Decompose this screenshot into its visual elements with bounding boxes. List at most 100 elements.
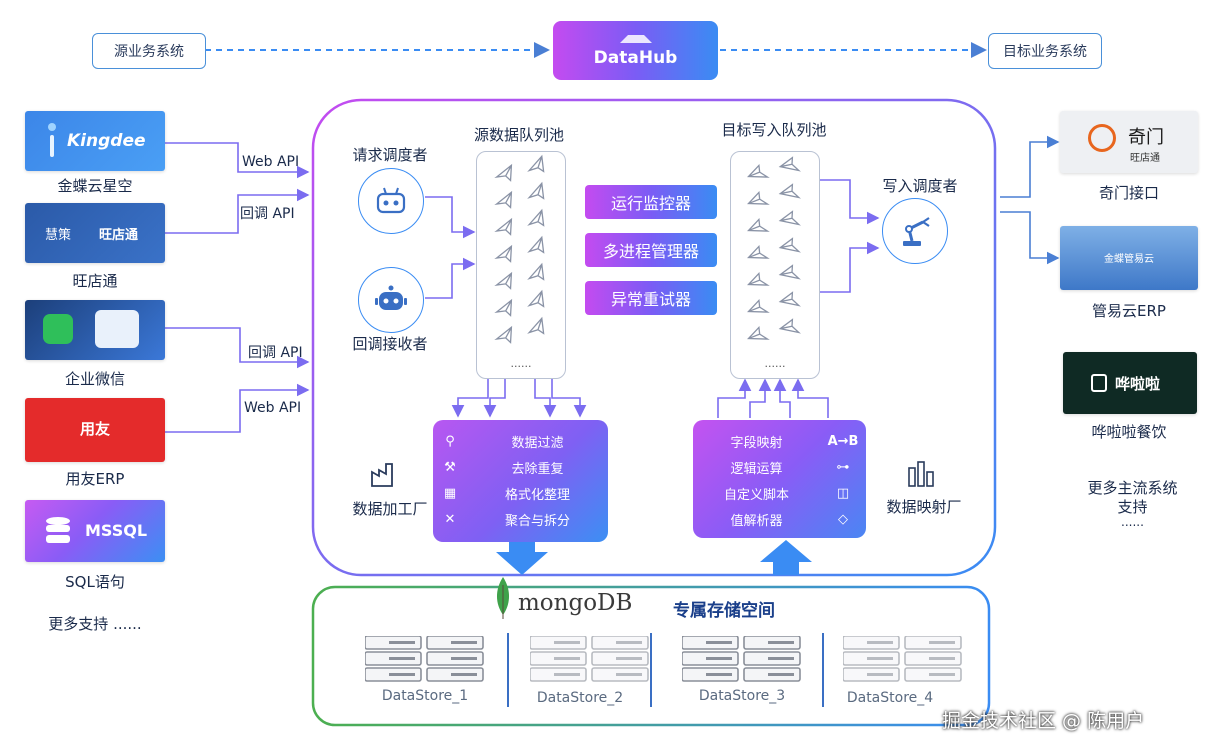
qimen-logo-tile: 奇门 旺店通 (1060, 111, 1198, 173)
request-scheduler-label: 请求调度者 (352, 146, 428, 164)
source-system-label: 源业务系统 (114, 44, 184, 60)
processing-row: ✕聚合与拆分 (433, 506, 608, 532)
qimen-logo-text: 奇门 (1128, 127, 1164, 148)
huice-logo-text: 慧策 (45, 228, 72, 243)
callback-receiver-node (358, 267, 424, 333)
filter-icon: ⚲ (445, 433, 455, 449)
paper-plane-icon (527, 181, 545, 200)
datastore-3-label: DataStore_3 (698, 688, 786, 704)
left-more-support: 更多支持 ...... (48, 615, 142, 633)
kingdee-logo-text: Kingdee (67, 131, 146, 151)
source-queue-dots: ...... (510, 357, 532, 370)
field-map-icon: A→B (827, 433, 859, 449)
server-slot (706, 641, 732, 644)
paper-plane-icon (527, 235, 545, 254)
database-icon (46, 517, 70, 543)
paper-plane-icon (494, 271, 513, 290)
server-slot (451, 641, 477, 644)
script-chart-icon: ◫ (836, 485, 850, 501)
wechat-icon (43, 314, 73, 344)
right-more-systems: 更多主流系统 支持 (1087, 479, 1178, 516)
source-queue-pool: ...... (476, 151, 566, 379)
request-scheduler-node (358, 168, 424, 234)
server-slot (389, 657, 415, 660)
datastore-4-icon (842, 635, 967, 688)
robot-icon (376, 187, 406, 214)
paper-plane-icon (494, 244, 513, 263)
target-label-hualala: 哗啦啦餐饮 (1091, 423, 1167, 441)
diamond-icon: ◇ (838, 511, 848, 527)
source-label-wecom: 企业微信 (64, 370, 125, 388)
paper-plane-icon (527, 208, 545, 227)
server-slot (867, 657, 893, 660)
retry-pill: 异常重试器 (585, 281, 717, 315)
hub-icon (619, 35, 652, 43)
target-queue-pool: ...... (730, 151, 820, 379)
paper-plane-icon (494, 325, 513, 344)
qimen-sub-text: 旺店通 (1130, 153, 1160, 164)
server-slot (451, 673, 477, 676)
paper-plane-icon (494, 163, 513, 182)
paper-plane-icon (747, 271, 770, 286)
processing-row: ⚲数据过滤 (433, 428, 608, 454)
mapping-row: 值解析器◇ (693, 506, 866, 532)
hualala-mark-icon (1091, 374, 1107, 392)
kingdee-mark-icon (47, 123, 57, 159)
robot-head-icon (375, 285, 407, 310)
server-slot (929, 657, 955, 660)
api-label-1: Web API (242, 154, 300, 170)
api-label-4: Web API (244, 400, 302, 416)
paper-plane-icons (747, 156, 801, 340)
server-slot (867, 673, 893, 676)
paper-plane-icon (747, 217, 770, 232)
paper-plane-icon (494, 217, 513, 236)
server-slot (867, 641, 893, 644)
dedupe-icon: ⚒ (444, 459, 456, 475)
target-queue-dots: ...... (764, 357, 786, 370)
yonyou-logo-tile: 用友 (25, 398, 165, 462)
target-label-guanyiyun: 管易云ERP (1092, 302, 1166, 320)
source-label-yonyou: 用友ERP (65, 470, 125, 488)
guanyiyun-logo-tile: 金蝶管易云 (1060, 226, 1198, 290)
processing-row: ▦格式化整理 (433, 480, 608, 506)
yonyou-logo-text: 用友 (79, 420, 110, 438)
qimen-mark-icon (1088, 124, 1116, 152)
mssql-logo-tile: MSSQL (25, 500, 165, 562)
datahub-label: DataHub (593, 48, 678, 68)
hualala-logo-tile: 哗啦啦 (1063, 352, 1197, 414)
paper-plane-icon (494, 190, 513, 209)
paper-plane-icon (747, 298, 770, 313)
paper-plane-icon (527, 262, 545, 281)
api-label-2: 回调 API (240, 206, 295, 222)
write-scheduler-node (882, 198, 948, 264)
kingdee-logo-tile: Kingdee (25, 111, 165, 171)
paper-plane-icon (747, 325, 770, 340)
server-slot (554, 641, 580, 644)
paper-plane-icon (747, 244, 770, 259)
api-label-3: 回调 API (248, 345, 303, 361)
logic-tree-icon: ⊶ (836, 459, 850, 475)
target-label-qimen: 奇门接口 (1098, 184, 1159, 202)
paper-plane-icon (527, 316, 545, 335)
robot-arm-icon (903, 217, 930, 246)
paper-plane-icon (527, 289, 545, 308)
mapping-row: 自定义脚本◫ (693, 480, 866, 506)
wdt-logo-text: 旺店通 (99, 228, 139, 243)
paper-plane-icon (778, 318, 801, 334)
source-label-kingdee: 金蝶云星空 (57, 177, 133, 195)
server-slot (616, 641, 642, 644)
datastore-2-label: DataStore_2 (536, 690, 624, 706)
server-slot (768, 673, 794, 676)
source-label-wangdiantong: 旺店通 (72, 272, 118, 290)
factory-icon (370, 462, 400, 492)
hualala-logo-text: 哗啦啦 (1115, 375, 1161, 393)
processing-factory-label: 数据加工厂 (352, 500, 428, 518)
server-slot (554, 673, 580, 676)
server-slot (706, 657, 732, 660)
paper-plane-icon (778, 291, 801, 307)
target-system-label: 目标业务系统 (1003, 44, 1087, 60)
target-system-box: 目标业务系统 (988, 33, 1102, 69)
datastore-4-label: DataStore_4 (846, 690, 934, 706)
